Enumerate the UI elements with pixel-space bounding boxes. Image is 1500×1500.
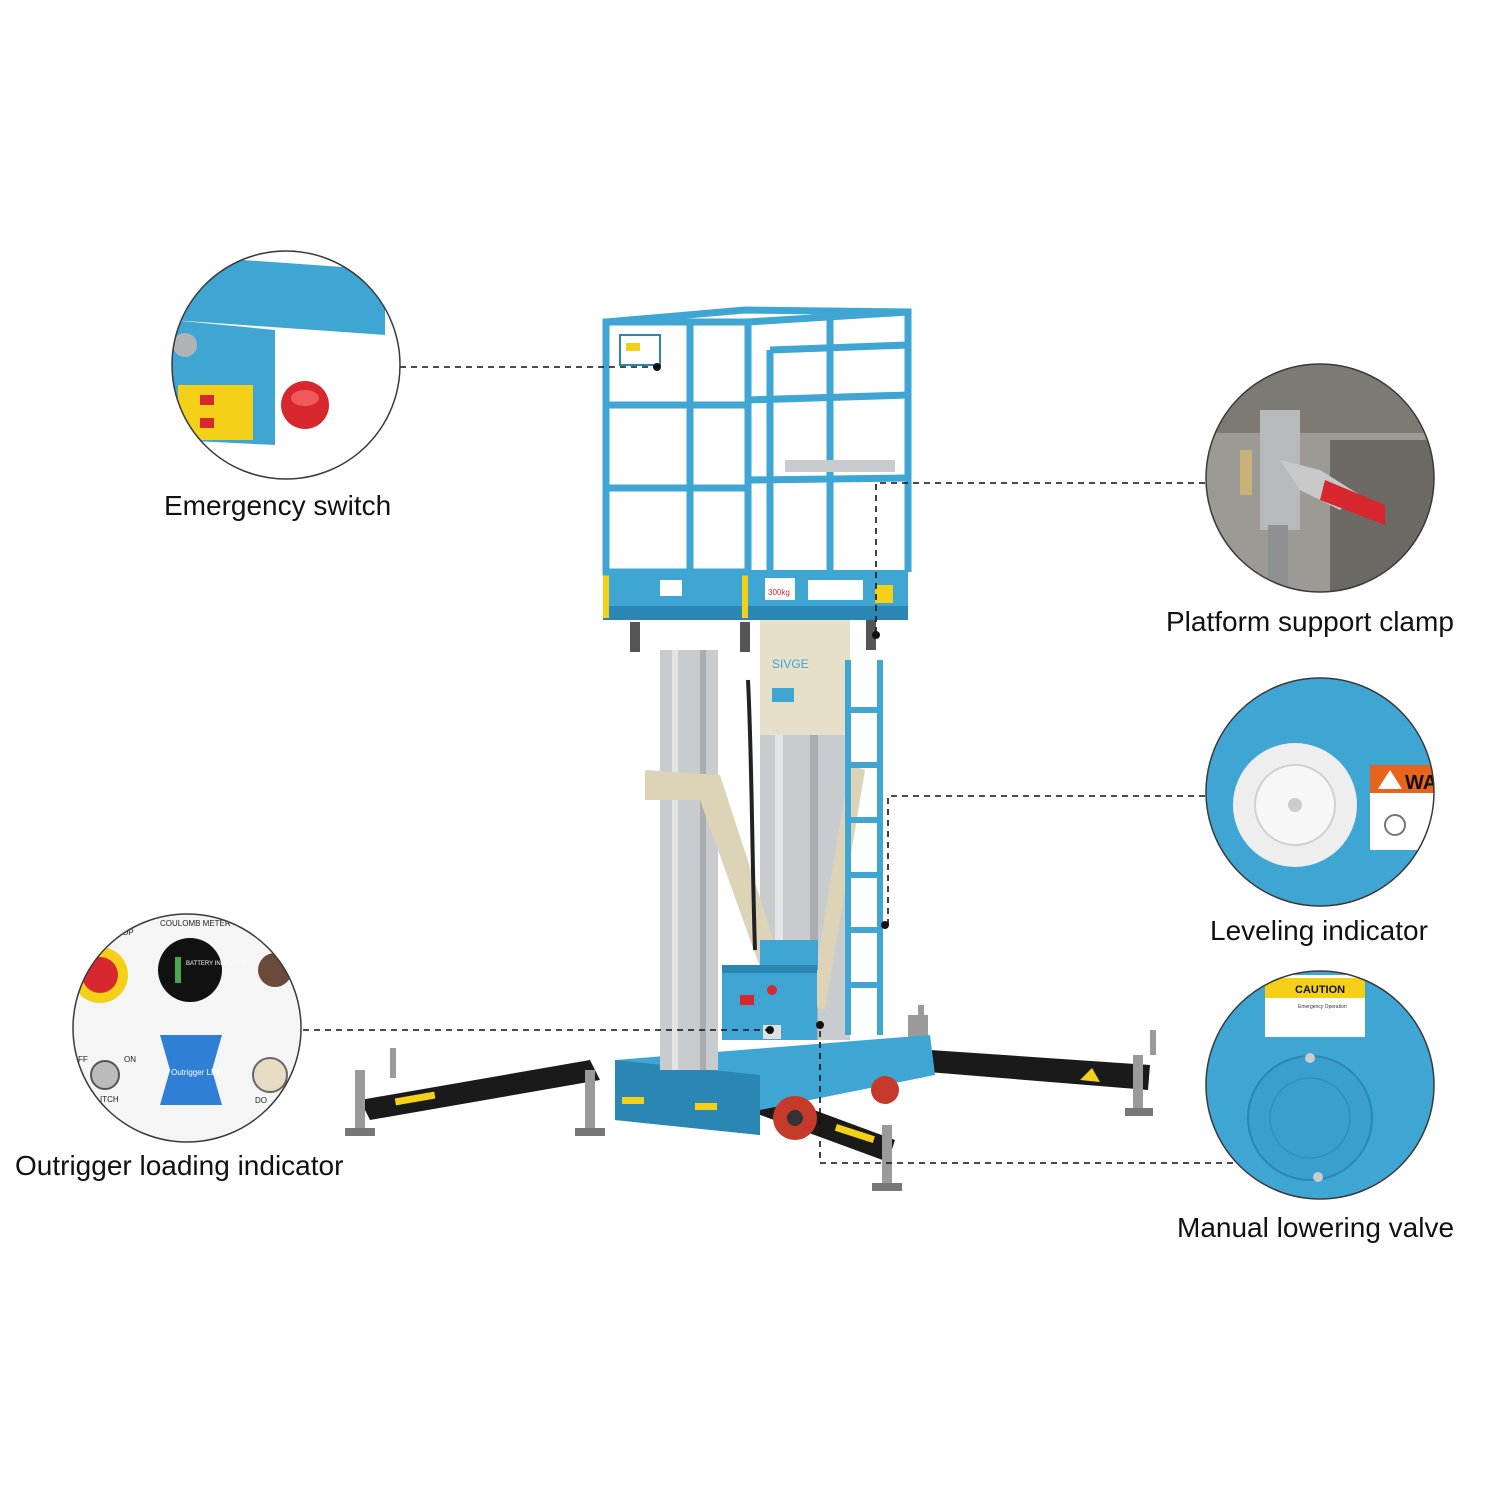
key-switch-icon — [90, 1060, 120, 1090]
label-emergency-switch: Emergency switch — [164, 490, 392, 521]
outrigger-led-icon — [160, 1035, 222, 1105]
battery-meter-icon — [158, 938, 222, 1002]
detail-platform-support-clamp — [1205, 363, 1435, 593]
label-manual-lowering-valve: Manual lowering valve — [1177, 1212, 1455, 1243]
emergency-operation-label: Emergency Operation — [1298, 1004, 1347, 1010]
caution-label: CAUTION — [1295, 984, 1345, 996]
detail-emergency-switch — [171, 250, 401, 480]
on-label: ON — [124, 1055, 136, 1064]
platform-guardrail — [602, 306, 912, 576]
mast-brace-right — [810, 765, 865, 1010]
outrigger-right — [928, 1030, 1156, 1116]
detail-manual-lowering-valve: CAUTION Emergency Operation — [1205, 970, 1435, 1200]
capacity-label: 300kg — [768, 588, 790, 597]
mast-left — [660, 650, 718, 1070]
clamp-handle-icon — [1320, 480, 1385, 525]
label-outrigger-loading-indicator: Outrigger loading indicator — [15, 1150, 344, 1181]
outrigger-left — [345, 1048, 600, 1136]
aerial-work-platform: SIVGE 300kg — [345, 306, 1156, 1191]
detail-leveling-indicator: WA — [1205, 677, 1437, 907]
detail-outrigger-loading-indicator: COULOMB METER STOP BATTERY INDICATOR Out… — [72, 913, 302, 1143]
lowering-valve-cover-icon — [1247, 1055, 1373, 1181]
down-label: DO — [255, 1096, 267, 1105]
label-leveling-indicator: Leveling indicator — [1210, 915, 1428, 946]
warning-fragment: WA — [1405, 772, 1437, 794]
label-platform-support-clamp: Platform support clamp — [1166, 606, 1454, 637]
switch-label: ITCH — [100, 1095, 119, 1104]
battery-indicator-label: BATTERY INDICATOR — [186, 961, 248, 967]
brand-mark: SIVGE — [772, 657, 809, 671]
coulomb-meter-label: COULOMB METER — [160, 919, 231, 928]
rear-wheel — [871, 1076, 899, 1104]
ladder — [845, 660, 883, 1035]
off-label: FF — [78, 1055, 88, 1064]
callout-lines — [303, 366, 1233, 1164]
outrigger-led-label: Outrigger LED — [171, 1068, 222, 1077]
callout-dots — [653, 363, 889, 1034]
